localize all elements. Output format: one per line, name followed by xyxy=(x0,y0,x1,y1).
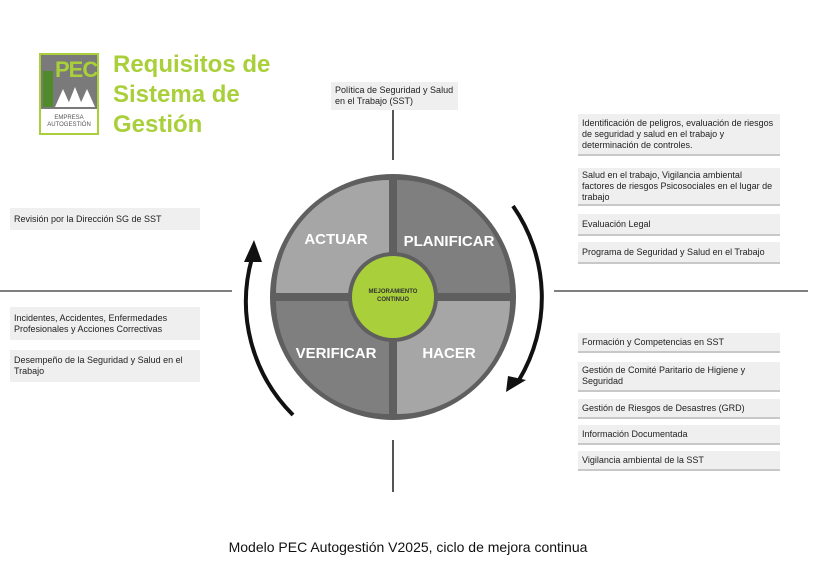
label-actuar: ACTUAR xyxy=(304,231,367,248)
quadrant-planificar xyxy=(397,180,510,293)
box-gestion-riesgos: Gestión de Riesgos de Desastres (GRD) xyxy=(578,399,780,419)
box-evaluacion-legal: Evaluación Legal xyxy=(578,214,780,236)
quadrant-actuar xyxy=(276,180,389,293)
center-label-1: MEJORAMIENTO xyxy=(369,289,418,295)
box-identificacion-peligros: Identificación de peligros, evaluación d… xyxy=(578,114,780,156)
label-hacer: HACER xyxy=(422,345,476,362)
right-arrow-head xyxy=(506,376,526,392)
pec-logo: PEC EMPRESA AUTOGESTIÓN xyxy=(39,53,99,135)
label-planificar: PLANIFICAR xyxy=(404,233,495,250)
left-cycle-arrow xyxy=(243,257,295,417)
logo-bars-icon xyxy=(55,87,95,107)
title-line-1: Requisitos de xyxy=(113,51,271,78)
logo-label-area: EMPRESA AUTOGESTIÓN xyxy=(41,109,97,133)
title-line-3: Gestión xyxy=(113,111,203,138)
box-desempeno: Desempeño de la Seguridad y Salud en el … xyxy=(10,350,200,382)
title-line-2: Sistema de xyxy=(113,81,240,108)
center-circle xyxy=(352,256,434,338)
box-programa-sst: Programa de Seguridad y Salud en el Trab… xyxy=(578,242,780,264)
logo-pec-text: PEC xyxy=(55,57,98,82)
center-label-2: CONTINUO xyxy=(377,297,409,303)
box-formacion: Formación y Competencias en SST xyxy=(578,333,780,353)
label-verificar: VERIFICAR xyxy=(296,345,377,362)
box-incidentes: Incidentes, Accidentes, Enfermedades Pro… xyxy=(10,307,200,340)
box-politica-sst: Política de Seguridad y Salud en el Trab… xyxy=(331,82,458,110)
box-comite-paritario: Gestión de Comité Paritario de Higiene y… xyxy=(578,362,780,392)
box-vigilancia-ambiental: Vigilancia ambiental de la SST xyxy=(578,451,780,471)
page-title: Requisitos de Sistema de Gestión xyxy=(113,50,270,140)
left-arrow-head xyxy=(244,240,262,262)
logo-line1: EMPRESA xyxy=(54,115,84,121)
figure-caption: Modelo PEC Autogestión V2025, ciclo de m… xyxy=(228,539,588,555)
logo-line2: AUTOGESTIÓN xyxy=(47,122,91,128)
box-informacion-documentada: Información Documentada xyxy=(578,425,780,445)
quadrant-verificar xyxy=(276,301,389,414)
logo-side-bar xyxy=(43,71,53,107)
quadrant-hacer xyxy=(397,301,510,414)
box-revision-direccion: Revisión por la Dirección SG de SST xyxy=(10,208,200,230)
right-cycle-arrow xyxy=(511,204,544,382)
box-salud-trabajo: Salud en el trabajo, Vigilancia ambienta… xyxy=(578,168,780,206)
